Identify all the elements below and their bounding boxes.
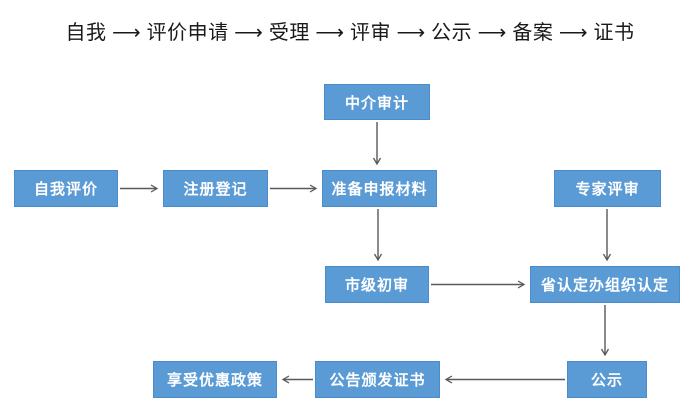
process-title: 自我 ⟶ 评价申请 ⟶ 受理 ⟶ 评审 ⟶ 公示 ⟶ 备案 ⟶ 证书 xyxy=(65,22,635,44)
node-label: 自我评价 xyxy=(33,181,98,198)
node-label: 省认定办组织认定 xyxy=(540,277,669,294)
node-label: 市级初审 xyxy=(344,277,409,294)
node-provincial-accreditation-office: 省认定办组织认定 xyxy=(530,266,680,303)
node-label: 准备申报材料 xyxy=(331,181,428,198)
node-label: 公示 xyxy=(590,372,623,389)
node-expert-review: 专家评审 xyxy=(554,170,661,207)
node-intermediary-audit: 中介审计 xyxy=(324,84,430,120)
node-label: 享受优惠政策 xyxy=(166,372,263,389)
node-registration: 注册登记 xyxy=(163,170,268,207)
node-enjoy-preferential-policies: 享受优惠政策 xyxy=(153,361,277,398)
node-label: 公告颁发证书 xyxy=(329,372,426,389)
node-label: 注册登记 xyxy=(183,181,248,198)
node-prepare-application-materials: 准备申报材料 xyxy=(322,170,437,207)
node-label: 中介审计 xyxy=(344,94,409,112)
node-announce-issue-certificate: 公告颁发证书 xyxy=(315,361,440,398)
node-self-evaluation: 自我评价 xyxy=(14,170,118,207)
node-label: 专家评审 xyxy=(575,181,640,198)
node-public-announcement: 公示 xyxy=(567,361,647,398)
node-municipal-preliminary-review: 市级初审 xyxy=(325,266,429,303)
